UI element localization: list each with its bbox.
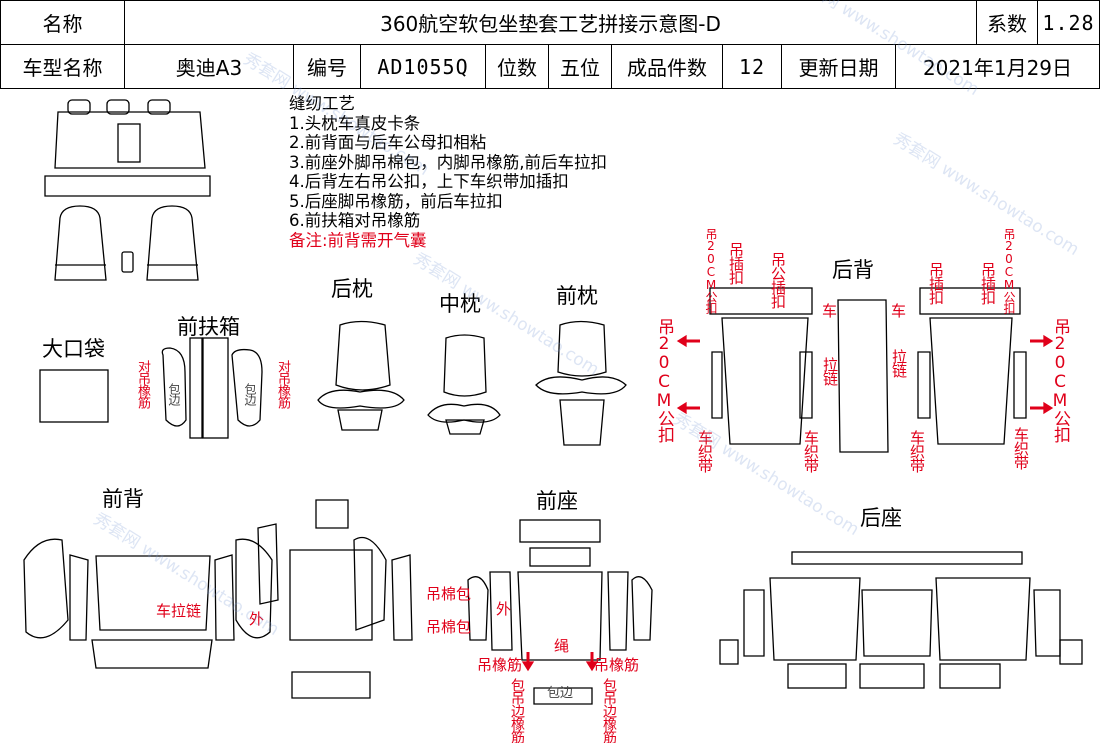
- rear-headrest-label: 后枕: [331, 277, 373, 301]
- front-seat-pieces: [467, 519, 653, 705]
- sew-annotation: 车: [891, 302, 907, 320]
- webbing-annotation: 车织带: [908, 430, 926, 472]
- front-back-pieces: [23, 499, 413, 699]
- code-value: AD1055Q: [360, 44, 486, 89]
- webbing-annotation: 车织带: [1012, 427, 1030, 469]
- big-pocket-label: 大口袋: [42, 337, 105, 361]
- middle-headrest-label: 中枕: [439, 292, 481, 316]
- process-title: 缝纫工艺: [289, 94, 355, 113]
- hang-insert-annotation: 吊插扣: [727, 242, 745, 284]
- hang-20cm-side-annotation: 吊20CM公扣: [654, 318, 674, 442]
- hang-rubber-annotation: 吊橡筋: [477, 656, 523, 674]
- hang-insert-annotation: 吊插扣: [927, 262, 945, 304]
- hang-rubber-annotation: 对吊橡筋: [135, 360, 150, 408]
- process-step: 4.后背左右吊公扣，上下车织带加插扣: [289, 172, 569, 191]
- hang-cotton-annotation: 吊棉包: [426, 585, 472, 603]
- hang-male-insert-annotation: 吊公插扣: [769, 252, 787, 308]
- hang-insert-annotation: 吊插扣: [979, 262, 997, 304]
- process-step: 2.前背面与后车公母扣相粘: [289, 133, 487, 152]
- zipper-annotation: 拉链: [890, 349, 908, 377]
- big-pocket-piece: [39, 369, 109, 423]
- hang-rubber-annotation: 吊橡筋: [594, 656, 640, 674]
- hang-20cm-side-annotation: 吊20CM公扣: [1050, 318, 1070, 442]
- edge-annotation: 包边: [167, 383, 181, 405]
- sew-annotation: 车: [822, 302, 838, 320]
- front-headrest-label: 前枕: [556, 284, 598, 308]
- rear-seat-label: 后座: [860, 506, 902, 530]
- sew-zipper-annotation: 车拉链: [156, 602, 202, 620]
- coef-label: 系数: [976, 0, 1038, 45]
- hang-cotton-annotation: 吊棉包: [426, 618, 472, 636]
- edge-annotation: 包边: [547, 686, 574, 701]
- front-armrest-label: 前扶箱: [177, 315, 240, 339]
- pieces-label: 成品件数: [611, 44, 723, 89]
- webbing-annotation: 车织带: [802, 430, 820, 472]
- zipper-annotation: 拉链: [821, 357, 839, 385]
- front-headrest-pieces: [535, 320, 627, 446]
- process-step: 1.头枕车真皮卡条: [289, 113, 421, 133]
- process-step: 5.后座脚吊橡筋，前后车拉扣: [289, 191, 503, 211]
- outer-annotation: 外: [249, 610, 265, 628]
- seat-overview-icon: [44, 99, 211, 281]
- edge-rubber-annotation: 包吊边橡筋: [601, 678, 617, 743]
- update-label: 更新日期: [781, 44, 896, 89]
- edge-annotation: 包边: [243, 383, 257, 405]
- rear-back-pieces: [709, 287, 1027, 453]
- front-back-label: 前背: [102, 487, 144, 511]
- edge-rubber-annotation: 包吊边橡筋: [509, 678, 525, 743]
- model-value: 奥迪A3: [124, 44, 294, 89]
- hang-rubber-annotation: 对吊橡筋: [275, 360, 290, 408]
- front-seat-label: 前座: [536, 489, 578, 513]
- outer-annotation: 外: [496, 600, 512, 618]
- rear-back-arrows: [676, 334, 1054, 415]
- header-table: 名称 360航空软包坐垫套工艺拼接示意图-D 系数 1.28 车型名称 奥迪A3…: [0, 0, 1100, 90]
- hang-20cm-annotation: 吊20CM公扣: [704, 228, 718, 313]
- update-value: 2021年1月29日: [895, 44, 1100, 89]
- rear-headrest-pieces: [317, 320, 405, 431]
- webbing-annotation: 车织带: [696, 430, 714, 472]
- rear-seat-pieces: [719, 551, 1083, 689]
- seats-label: 位数: [485, 44, 549, 89]
- rear-back-label: 后背: [832, 258, 874, 282]
- front-armrest-pieces: [161, 337, 263, 439]
- front-seat-arrows: [521, 652, 599, 672]
- middle-headrest-pieces: [427, 334, 501, 435]
- rope-annotation: 绳: [554, 637, 570, 655]
- process-remark: 备注:前背需开气囊: [289, 230, 427, 250]
- hang-20cm-annotation: 吊20CM公扣: [1002, 228, 1016, 313]
- sewing-process-notes: 缝纫工艺 1.头枕车真皮卡条 2.前背面与后车公母扣相粘 3.前座外脚吊棉包，内…: [289, 94, 607, 250]
- process-step: 6.前扶箱对吊橡筋: [289, 211, 421, 230]
- process-step: 3.前座外脚吊棉包，内脚吊橡筋,前后车拉扣: [289, 152, 607, 172]
- model-label: 车型名称: [0, 44, 125, 89]
